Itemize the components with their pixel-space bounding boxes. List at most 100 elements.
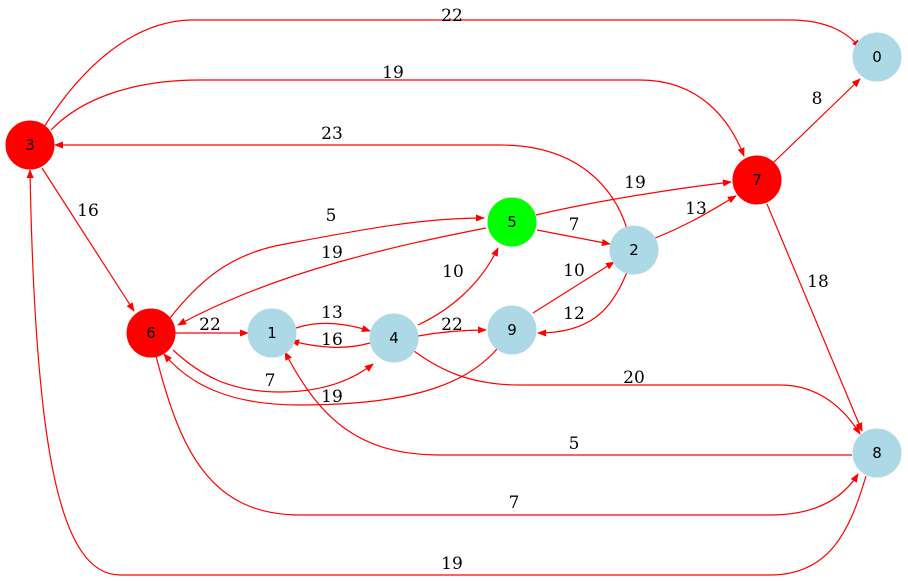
edge-2-7: 13 bbox=[649, 195, 737, 241]
edge-weight-6-4: 7 bbox=[265, 371, 276, 391]
node-3-label: 3 bbox=[25, 136, 35, 154]
node-7-circle bbox=[732, 155, 782, 205]
edges-layer: 22 19 23 16 8 19 13 bbox=[26, 6, 867, 576]
edge-6-1: 22 bbox=[175, 315, 249, 337]
edge-path-6-4 bbox=[172, 349, 374, 393]
edge-weight-7-8: 18 bbox=[807, 272, 829, 292]
edge-6-8: 7 bbox=[155, 355, 859, 516]
nodes-layer: 0 1 2 3 4 5 6 7 bbox=[5, 32, 902, 478]
node-6[interactable]: 6 bbox=[126, 308, 176, 358]
edge-path-6-8 bbox=[155, 355, 859, 516]
node-3[interactable]: 3 bbox=[5, 120, 55, 170]
edge-path-8-3 bbox=[26, 169, 867, 576]
edge-weight-4-8: 20 bbox=[623, 368, 645, 388]
edge-path-5-2 bbox=[536, 229, 611, 247]
edge-9-2: 10 bbox=[532, 261, 615, 314]
node-4[interactable]: 4 bbox=[369, 313, 419, 363]
edge-5-7: 19 bbox=[535, 173, 732, 216]
edge-7-0: 8 bbox=[772, 78, 861, 164]
node-6-label: 6 bbox=[146, 324, 156, 342]
edge-5-6: 19 bbox=[177, 227, 487, 326]
node-5[interactable]: 5 bbox=[487, 197, 537, 247]
node-6-circle bbox=[126, 308, 176, 358]
edge-3-0: 22 bbox=[43, 6, 861, 128]
edge-weight-9-6: 19 bbox=[321, 387, 343, 407]
edge-5-2: 7 bbox=[536, 215, 611, 247]
node-7[interactable]: 7 bbox=[732, 155, 782, 205]
node-0[interactable]: 0 bbox=[852, 32, 902, 82]
edge-path-4-8 bbox=[413, 350, 861, 435]
edge-path-3-0 bbox=[43, 19, 861, 128]
edge-path-9-6 bbox=[163, 348, 498, 406]
edge-weight-2-9: 12 bbox=[563, 304, 585, 324]
edge-path-4-1 bbox=[290, 339, 371, 348]
edge-path-5-7 bbox=[535, 179, 732, 216]
edge-path-4-5 bbox=[417, 247, 499, 326]
edge-2-3: 23 bbox=[54, 124, 628, 230]
edge-weight-2-7: 13 bbox=[685, 199, 707, 219]
edge-1-4: 13 bbox=[295, 303, 371, 332]
node-7-label: 7 bbox=[752, 171, 762, 189]
edge-weight-2-3: 23 bbox=[321, 124, 343, 144]
node-4-label: 4 bbox=[389, 329, 399, 347]
node-9-label: 9 bbox=[507, 321, 517, 339]
edge-path-9-2 bbox=[532, 261, 615, 314]
edge-weight-6-5: 5 bbox=[326, 206, 337, 226]
node-5-circle bbox=[487, 197, 537, 247]
edge-weight-9-2: 10 bbox=[563, 261, 585, 281]
edge-weight-4-9: 22 bbox=[441, 315, 463, 335]
edge-weight-4-5: 10 bbox=[442, 262, 464, 282]
node-2-label: 2 bbox=[629, 241, 639, 259]
edge-path-6-5 bbox=[169, 214, 485, 319]
edge-weight-5-2: 7 bbox=[569, 215, 580, 235]
node-9[interactable]: 9 bbox=[487, 305, 537, 355]
edge-4-1: 16 bbox=[290, 330, 371, 350]
node-9-circle bbox=[487, 305, 537, 355]
node-8-circle bbox=[852, 428, 902, 478]
edge-6-5: 5 bbox=[169, 206, 485, 319]
node-4-circle bbox=[369, 313, 419, 363]
edge-7-8: 18 bbox=[766, 203, 863, 432]
edge-weight-1-4: 13 bbox=[321, 303, 343, 323]
edge-2-9: 12 bbox=[537, 271, 628, 337]
edge-weight-8-3: 19 bbox=[441, 554, 463, 574]
edge-8-1: 5 bbox=[284, 351, 852, 456]
node-0-circle bbox=[852, 32, 902, 82]
edge-weight-6-8: 7 bbox=[509, 493, 520, 513]
edge-8-3: 19 bbox=[26, 169, 867, 576]
edge-path-4-9 bbox=[417, 326, 487, 337]
edge-3-6: 16 bbox=[41, 167, 135, 312]
edge-weight-7-0: 8 bbox=[812, 89, 823, 109]
edge-weight-3-6: 16 bbox=[77, 201, 99, 221]
edge-weight-3-7: 19 bbox=[382, 63, 404, 83]
node-2-circle bbox=[609, 225, 659, 275]
edge-path-7-0 bbox=[772, 78, 861, 164]
edge-weight-3-0: 22 bbox=[441, 6, 463, 26]
edge-path-1-4 bbox=[295, 322, 371, 332]
edge-weight-8-1: 5 bbox=[569, 434, 580, 454]
edge-path-5-6 bbox=[177, 227, 487, 326]
node-5-label: 5 bbox=[507, 213, 517, 231]
node-1[interactable]: 1 bbox=[247, 308, 297, 358]
node-8-label: 8 bbox=[872, 444, 882, 462]
edge-path-7-8 bbox=[766, 203, 863, 432]
edge-path-2-3 bbox=[54, 141, 628, 230]
edge-4-8: 20 bbox=[413, 350, 861, 435]
edge-path-3-6 bbox=[41, 167, 135, 312]
edge-6-4: 7 bbox=[172, 349, 374, 393]
edge-9-6: 19 bbox=[163, 348, 498, 407]
edge-path-8-1 bbox=[284, 351, 852, 456]
edge-weight-5-7: 19 bbox=[624, 173, 646, 193]
edge-path-3-7 bbox=[50, 79, 745, 157]
node-3-circle bbox=[5, 120, 55, 170]
edge-path-2-7 bbox=[649, 195, 737, 241]
edge-3-7: 19 bbox=[50, 63, 745, 157]
node-0-label: 0 bbox=[872, 48, 882, 66]
edge-weight-4-1: 16 bbox=[321, 330, 343, 350]
node-8[interactable]: 8 bbox=[852, 428, 902, 478]
edge-4-5: 10 bbox=[417, 247, 499, 326]
node-2[interactable]: 2 bbox=[609, 225, 659, 275]
edge-path-2-9 bbox=[537, 271, 628, 337]
